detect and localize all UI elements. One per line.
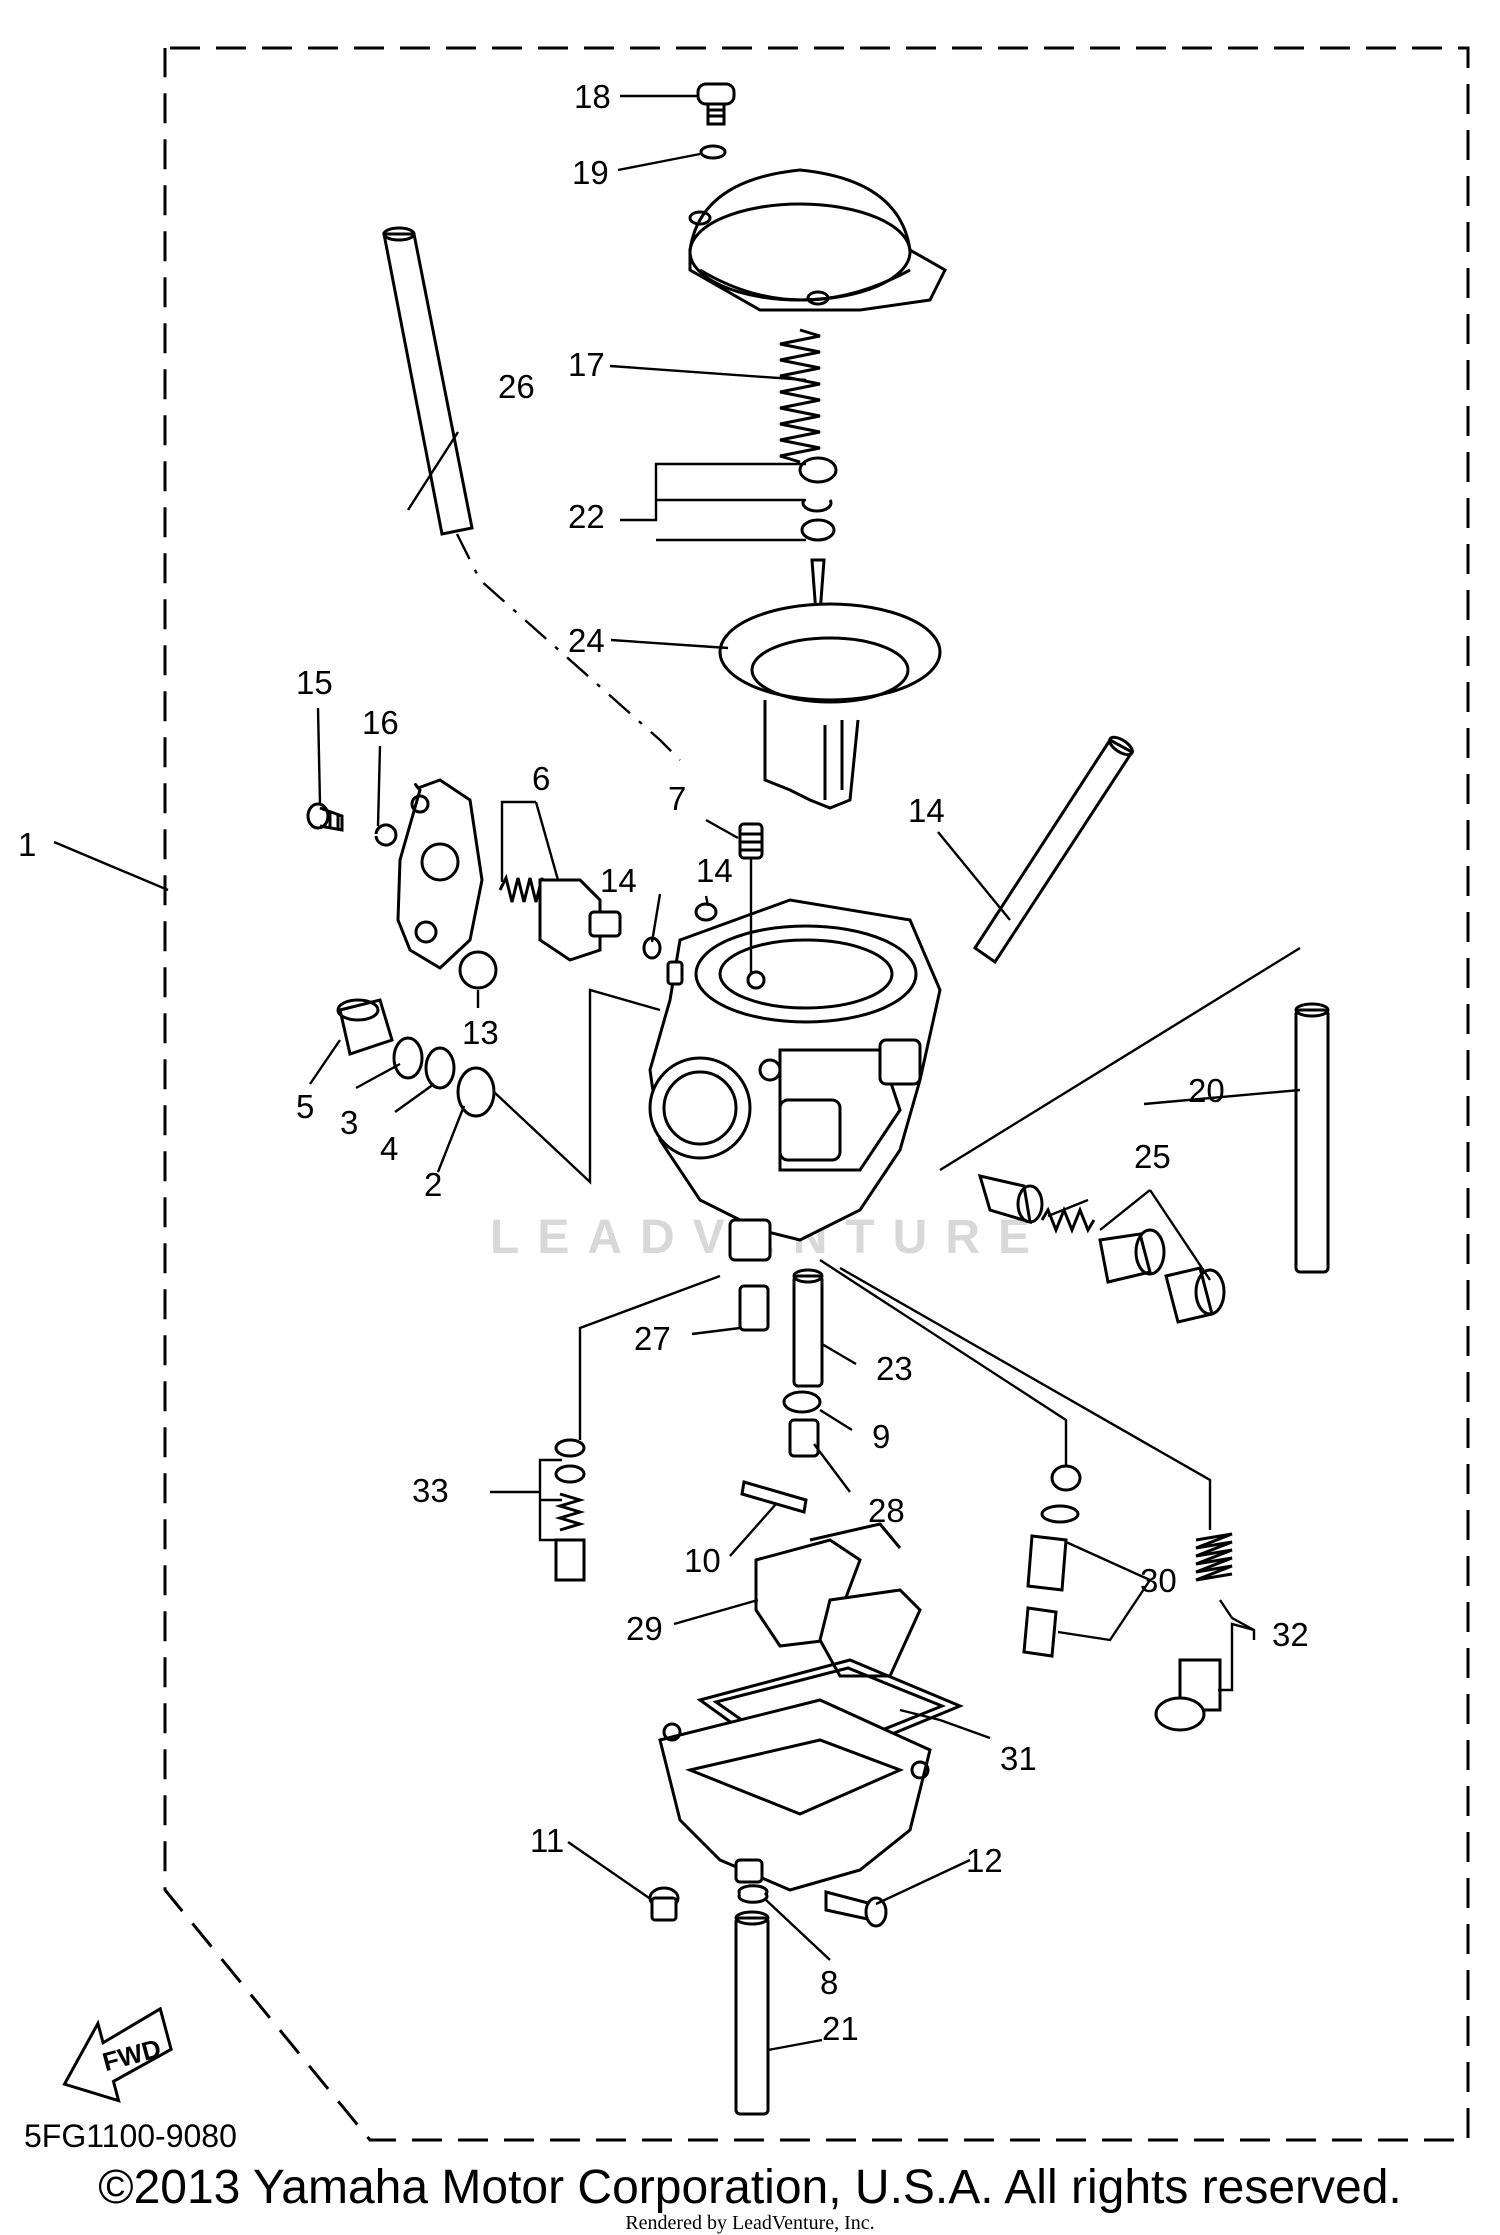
callout-23: 22 xyxy=(568,498,605,535)
screw-11 xyxy=(648,1886,680,1922)
rendered-by-notice: Rendered by LeadVenture, Inc. xyxy=(625,2212,875,2234)
needle-7 xyxy=(738,822,764,860)
callout-27: 26 xyxy=(498,368,535,405)
callout-16: 15 xyxy=(296,664,333,701)
spring-6 xyxy=(498,873,622,962)
cover-plate xyxy=(396,778,484,970)
pin-10 xyxy=(740,1480,808,1514)
callout-12: 12 xyxy=(966,1842,1003,1879)
top-cap xyxy=(688,168,947,312)
document-code: 5FG1100-9080 xyxy=(24,2118,237,2154)
plunger-26 xyxy=(977,1173,1226,1324)
callout-18: 17 xyxy=(568,346,605,383)
jet-28 xyxy=(738,1284,770,1332)
washer-4 xyxy=(424,1046,456,1090)
assembly-frame xyxy=(163,46,1470,2142)
callout-19: 18 xyxy=(574,78,611,115)
screw-set-34 xyxy=(554,1438,586,1582)
callout-10: 10 xyxy=(684,1542,721,1579)
screw-19 xyxy=(696,82,736,126)
callout-29: 28 xyxy=(868,1492,905,1529)
callout-20: 19 xyxy=(572,154,609,191)
callout-30: 29 xyxy=(626,1610,663,1647)
screw-16 xyxy=(306,802,344,832)
callout-14a: 14 xyxy=(600,862,637,899)
callout-22: 21 xyxy=(822,2010,859,2047)
fwd-arrow-icon: FWD xyxy=(62,2006,173,2103)
callout-9: 9 xyxy=(872,1418,890,1455)
callout-31: 30 xyxy=(1140,1562,1177,1599)
callout-32: 31 xyxy=(1000,1740,1037,1777)
carburetor-body xyxy=(648,898,942,1262)
o-ring-13 xyxy=(458,950,498,990)
callout-25: 24 xyxy=(568,622,605,659)
callout-4: 4 xyxy=(380,1130,398,1167)
callout-labels: 18 19 17 26 22 24 15 16 6 7 14 14 14 1 1… xyxy=(18,78,1309,2047)
float-bowl xyxy=(658,1698,932,1892)
callout-7: 7 xyxy=(668,780,686,817)
jet-holder-29 xyxy=(788,1418,820,1458)
hose-22 xyxy=(734,1910,770,2116)
hose-27 xyxy=(382,226,474,536)
callout-24: 23 xyxy=(876,1350,913,1387)
callout-21: 20 xyxy=(1188,1072,1225,1109)
callout-14b: 14 xyxy=(696,852,733,889)
washer-20 xyxy=(699,144,727,160)
clip-17 xyxy=(374,823,398,847)
pilot-screw-31 xyxy=(1022,1464,1082,1658)
hose-21 xyxy=(1294,1002,1330,1274)
callout-8: 8 xyxy=(820,1964,838,2001)
callout-17: 16 xyxy=(362,704,399,741)
callout-5: 5 xyxy=(296,1088,314,1125)
washer-9 xyxy=(782,1390,822,1414)
callout-1: 1 xyxy=(18,826,36,863)
needle-jet-24 xyxy=(792,1268,824,1388)
callout-34: 33 xyxy=(412,1472,449,1509)
callout-3: 3 xyxy=(340,1104,358,1141)
callout-2: 2 xyxy=(424,1166,442,1203)
drain-screw-12 xyxy=(824,1890,888,1928)
callout-6: 6 xyxy=(532,760,550,797)
float-30 xyxy=(754,1522,922,1678)
copyright-notice: ©2013 Yamaha Motor Corporation, U.S.A. A… xyxy=(98,2161,1402,2214)
leader-lines xyxy=(53,94,1301,2052)
callout-11: 11 xyxy=(530,1822,564,1859)
pin-14 xyxy=(666,960,684,986)
callout-15: 14 xyxy=(908,792,945,829)
callout-33: 32 xyxy=(1272,1616,1309,1653)
hose-15 xyxy=(972,735,1135,965)
needle-set-23 xyxy=(798,456,838,641)
callout-26: 25 xyxy=(1134,1138,1171,1175)
spring-18 xyxy=(779,328,821,464)
callout-28: 27 xyxy=(634,1320,671,1357)
throttle-stop-33 xyxy=(1154,1532,1233,1732)
cap-5 xyxy=(336,998,394,1056)
washer-14a xyxy=(694,902,718,922)
callout-13: 13 xyxy=(462,1014,499,1051)
diaphragm-piston-25 xyxy=(718,602,942,810)
washer-3 xyxy=(392,1036,424,1080)
clip-8 xyxy=(737,1884,769,1904)
